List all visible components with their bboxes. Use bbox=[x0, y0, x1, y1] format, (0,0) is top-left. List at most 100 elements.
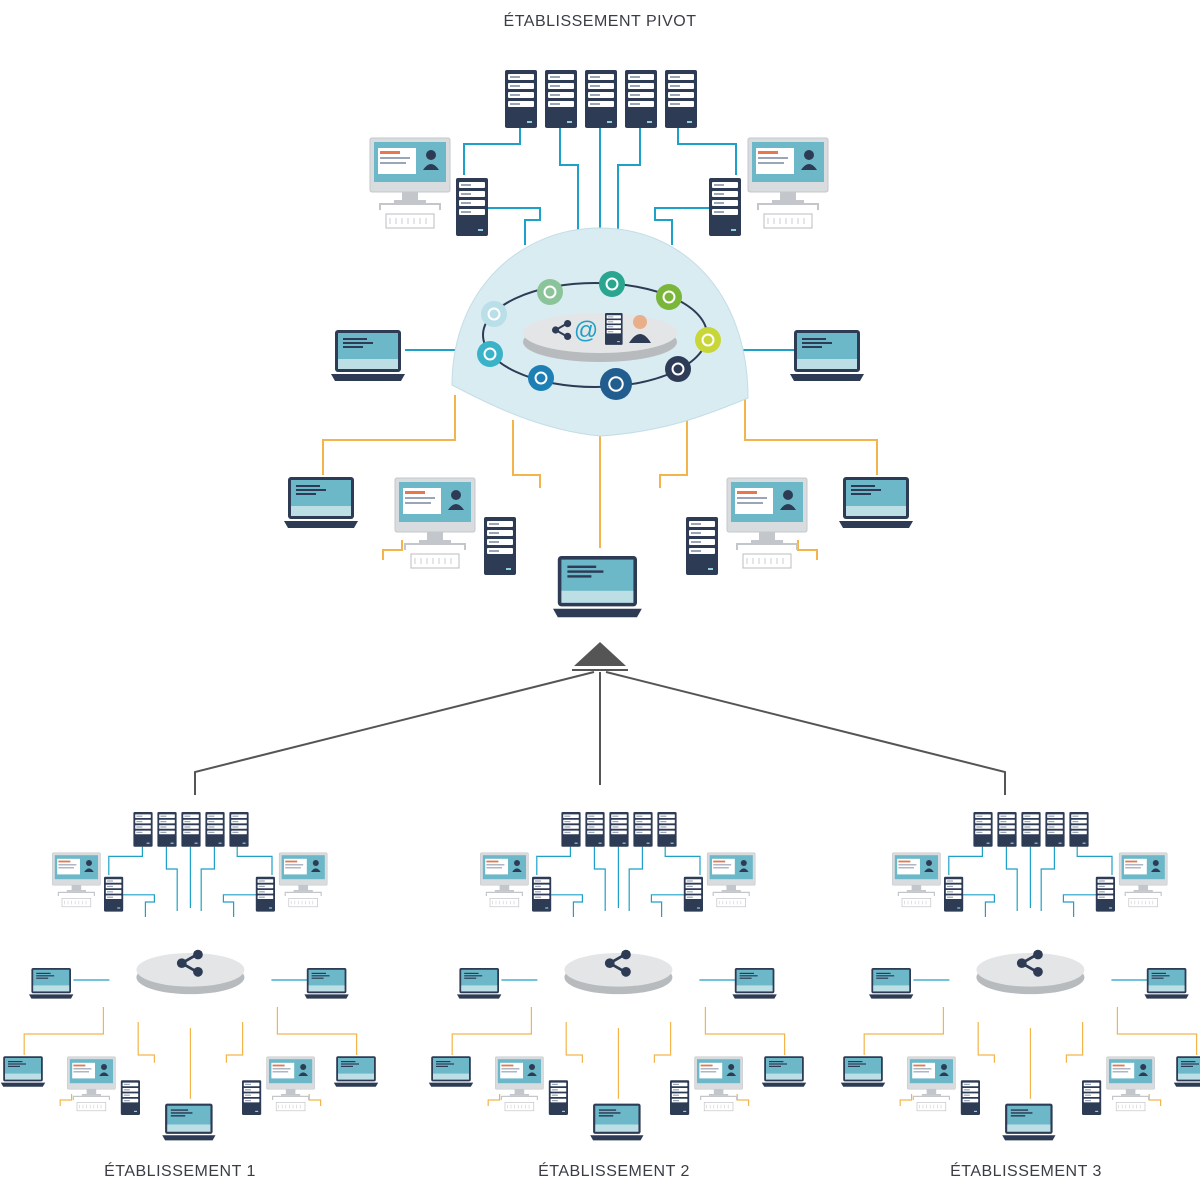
connection-line bbox=[650, 894, 693, 918]
email-icon bbox=[481, 301, 507, 327]
hub-disc bbox=[976, 953, 1085, 995]
connection-line bbox=[536, 846, 572, 876]
connection-line bbox=[565, 1022, 584, 1063]
connection-line bbox=[1065, 1022, 1084, 1063]
connection-line bbox=[551, 894, 584, 918]
connection-line bbox=[963, 894, 996, 918]
desktop-computer-icon bbox=[726, 477, 808, 569]
connection-line bbox=[123, 894, 156, 918]
laptop-icon bbox=[162, 1103, 216, 1141]
server-icon bbox=[625, 70, 657, 128]
connection-line bbox=[659, 420, 688, 488]
server-icon bbox=[633, 812, 653, 847]
server-icon bbox=[709, 178, 741, 236]
laptop-icon bbox=[333, 1056, 379, 1087]
hub-disc bbox=[564, 953, 673, 995]
laptop-icon bbox=[590, 1103, 644, 1141]
desktop-computer-icon bbox=[394, 477, 476, 569]
hub-disc bbox=[523, 313, 677, 362]
connection-line bbox=[948, 846, 984, 876]
server-icon bbox=[585, 812, 605, 847]
desktop-computer-icon bbox=[706, 852, 756, 908]
desktop-computer-icon bbox=[892, 852, 941, 908]
connection-line bbox=[593, 846, 606, 912]
server-icon bbox=[605, 313, 623, 345]
connection-line bbox=[1116, 1007, 1198, 1056]
connection-line bbox=[628, 846, 644, 912]
laptop-icon bbox=[1173, 1056, 1200, 1087]
laptop-icon bbox=[29, 968, 74, 999]
connection-line bbox=[225, 1022, 244, 1063]
connection-line bbox=[744, 395, 878, 475]
server-icon bbox=[609, 812, 629, 847]
handshake-icon bbox=[665, 356, 691, 382]
share-icon bbox=[604, 949, 631, 977]
server-icon bbox=[229, 812, 249, 847]
etablissement-network bbox=[428, 812, 807, 1141]
etablissement-3-title: ÉTABLISSEMENT 3 bbox=[950, 1163, 1102, 1180]
server-icon bbox=[960, 1080, 981, 1115]
laptop-icon bbox=[790, 330, 864, 381]
share-icon bbox=[176, 949, 203, 977]
connection-line bbox=[488, 207, 541, 245]
connection-line bbox=[382, 540, 403, 560]
server-icon bbox=[1095, 876, 1115, 912]
connection-line bbox=[222, 894, 265, 918]
desktop-computer-icon bbox=[1118, 852, 1168, 908]
connection-line bbox=[899, 1094, 913, 1107]
server-icon bbox=[545, 70, 577, 128]
desktop-computer-icon bbox=[747, 137, 829, 229]
laptop-icon bbox=[304, 968, 349, 999]
server-icon bbox=[585, 70, 617, 128]
connection-line bbox=[1062, 894, 1105, 918]
pivot-network: @ bbox=[284, 70, 913, 618]
server-icon bbox=[242, 1080, 262, 1115]
server-icon bbox=[1021, 812, 1041, 847]
connection-line bbox=[322, 395, 456, 475]
search-icon bbox=[656, 284, 682, 310]
server-icon bbox=[1082, 1080, 1102, 1115]
share-icon bbox=[552, 320, 572, 340]
desktop-computer-icon bbox=[67, 1056, 116, 1112]
redo-icon bbox=[477, 341, 503, 367]
connection-line bbox=[653, 1022, 672, 1063]
desktop-computer-icon bbox=[495, 1056, 544, 1112]
server-icon bbox=[665, 70, 697, 128]
desktop-computer-icon bbox=[278, 852, 328, 908]
server-icon bbox=[548, 1080, 568, 1115]
laptop-icon bbox=[840, 1056, 886, 1087]
connection-line bbox=[863, 1007, 945, 1056]
server-icon bbox=[1069, 812, 1089, 847]
laptop-icon bbox=[331, 330, 405, 381]
book-icon bbox=[695, 327, 721, 353]
server-icon bbox=[532, 876, 552, 912]
etablissement-2-title: ÉTABLISSEMENT 2 bbox=[538, 1163, 690, 1180]
laptop-icon bbox=[1144, 968, 1189, 999]
server-icon bbox=[505, 70, 537, 128]
connection-line bbox=[108, 846, 144, 876]
laptop-icon bbox=[284, 477, 358, 528]
server-icon bbox=[973, 812, 993, 847]
connection-line bbox=[165, 846, 178, 912]
connection-line bbox=[200, 846, 216, 912]
connection-line bbox=[59, 1094, 73, 1107]
server-icon bbox=[205, 812, 225, 847]
server-icon bbox=[484, 517, 516, 575]
server-icon bbox=[133, 812, 153, 847]
server-icon bbox=[181, 812, 201, 847]
server-icon bbox=[255, 876, 275, 912]
server-icon bbox=[157, 812, 177, 847]
server-icon bbox=[657, 812, 677, 847]
hierarchy-link-3 bbox=[605, 671, 1006, 795]
etablissement-1-title: ÉTABLISSEMENT 1 bbox=[104, 1163, 256, 1180]
connection-line bbox=[1148, 1094, 1162, 1107]
laptop-icon bbox=[839, 477, 913, 528]
connection-line bbox=[23, 1007, 105, 1056]
desktop-computer-icon bbox=[480, 852, 529, 908]
server-icon bbox=[683, 876, 703, 912]
connection-line bbox=[736, 1094, 750, 1107]
laptop-icon bbox=[761, 1056, 807, 1087]
connection-line bbox=[559, 128, 579, 235]
connection-line bbox=[704, 1007, 786, 1056]
